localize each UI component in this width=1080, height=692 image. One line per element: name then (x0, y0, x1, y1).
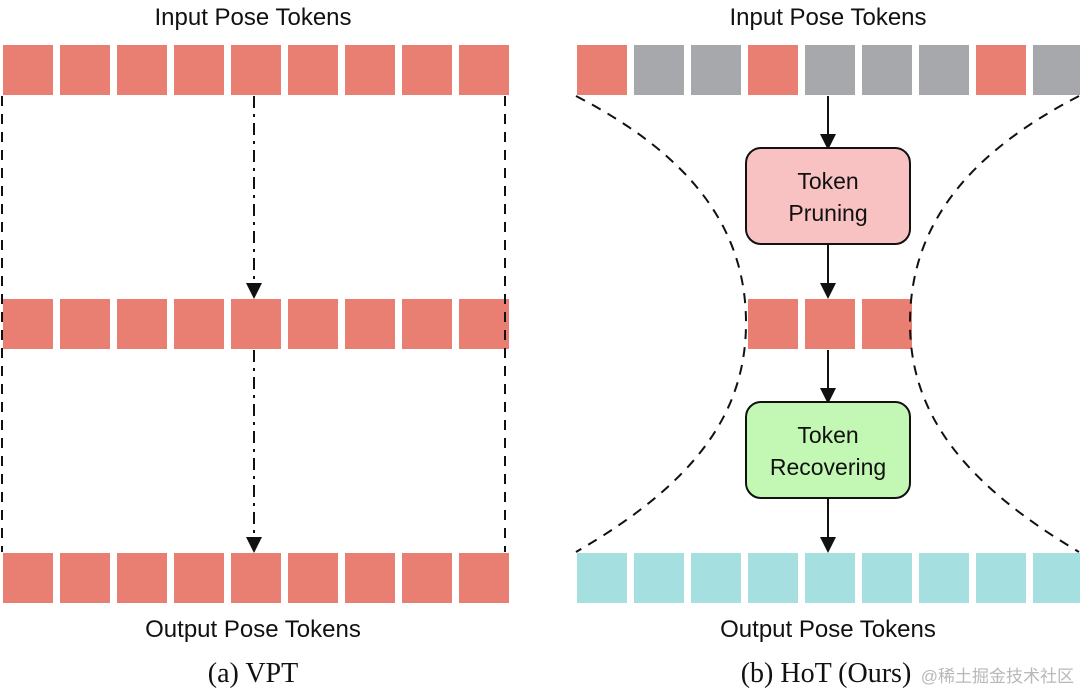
hot-right-hourglass-boundary (908, 95, 1080, 553)
hot-output-token-7 (919, 553, 969, 603)
vpt-output-token-8 (402, 553, 452, 603)
hot-output-token-4 (748, 553, 798, 603)
vpt-input-token-row (3, 45, 509, 95)
hot-left-hourglass-boundary (575, 95, 748, 553)
vpt-input-label: Input Pose Tokens (154, 4, 351, 31)
vpt-middle-token-6 (288, 299, 338, 349)
hot-input-token-4 (748, 45, 798, 95)
hot-output-label: Output Pose Tokens (720, 616, 936, 643)
hot-output-token-8 (976, 553, 1026, 603)
vpt-output-token-3 (117, 553, 167, 603)
hot-input-label: Input Pose Tokens (729, 4, 926, 31)
token-recovering-box (745, 401, 911, 499)
hot-input-token-5 (805, 45, 855, 95)
hot-output-token-5 (805, 553, 855, 603)
vpt-output-token-5 (231, 553, 281, 603)
token-pruning-label-line2: Pruning (788, 200, 867, 226)
hot-input-token-row (577, 45, 1080, 95)
vpt-input-token-3 (117, 45, 167, 95)
vpt-output-token-1 (3, 553, 53, 603)
vpt-middle-token-3 (117, 299, 167, 349)
vpt-middle-token-row (3, 299, 509, 349)
vpt-input-token-1 (3, 45, 53, 95)
vpt-input-token-5 (231, 45, 281, 95)
vpt-middle-token-1 (3, 299, 53, 349)
token-recovering-label-line2: Recovering (770, 454, 886, 480)
vpt-output-token-4 (174, 553, 224, 603)
hot-output-token-1 (577, 553, 627, 603)
vpt-middle-token-7 (345, 299, 395, 349)
vpt-output-token-7 (345, 553, 395, 603)
vpt-output-token-9 (459, 553, 509, 603)
vpt-input-token-4 (174, 45, 224, 95)
hot-input-token-3 (691, 45, 741, 95)
hot-output-token-6 (862, 553, 912, 603)
hot-input-token-7 (919, 45, 969, 95)
vpt-output-token-row (3, 553, 509, 603)
hot-middle-token-2 (805, 299, 855, 349)
token-recovering-label-line1: Token (797, 422, 858, 448)
hot-caption: (b) HoT (Ours) (741, 658, 912, 689)
hot-output-token-3 (691, 553, 741, 603)
token-pruning-box (745, 147, 911, 245)
hot-output-token-2 (634, 553, 684, 603)
vpt-output-token-6 (288, 553, 338, 603)
hot-middle-token-1 (748, 299, 798, 349)
vpt-middle-token-2 (60, 299, 110, 349)
vpt-input-token-9 (459, 45, 509, 95)
hot-output-token-9 (1033, 553, 1080, 603)
token-pruning-label-line1: Token (797, 168, 858, 194)
vpt-input-token-8 (402, 45, 452, 95)
hot-output-token-row (577, 553, 1080, 603)
vpt-input-token-2 (60, 45, 110, 95)
watermark-text: @稀土掘金技术社区 (921, 667, 1074, 686)
vpt-middle-token-8 (402, 299, 452, 349)
vpt-input-token-6 (288, 45, 338, 95)
hot-input-token-1 (577, 45, 627, 95)
hot-input-token-2 (634, 45, 684, 95)
vpt-middle-token-9 (459, 299, 509, 349)
vpt-input-token-7 (345, 45, 395, 95)
hot-input-token-6 (862, 45, 912, 95)
hot-input-token-9 (1033, 45, 1080, 95)
hot-middle-token-row (748, 299, 912, 349)
hot-input-token-8 (976, 45, 1026, 95)
hot-middle-token-3 (862, 299, 912, 349)
vpt-output-token-2 (60, 553, 110, 603)
vpt-panel: Input Pose Tokens Output Pose Tokens (a)… (1, 4, 509, 689)
vpt-middle-token-5 (231, 299, 281, 349)
vpt-middle-token-4 (174, 299, 224, 349)
hot-panel: Input Pose Tokens Token Pruning Token Re… (575, 4, 1080, 689)
vpt-caption: (a) VPT (208, 658, 298, 689)
vpt-output-label: Output Pose Tokens (145, 616, 361, 643)
